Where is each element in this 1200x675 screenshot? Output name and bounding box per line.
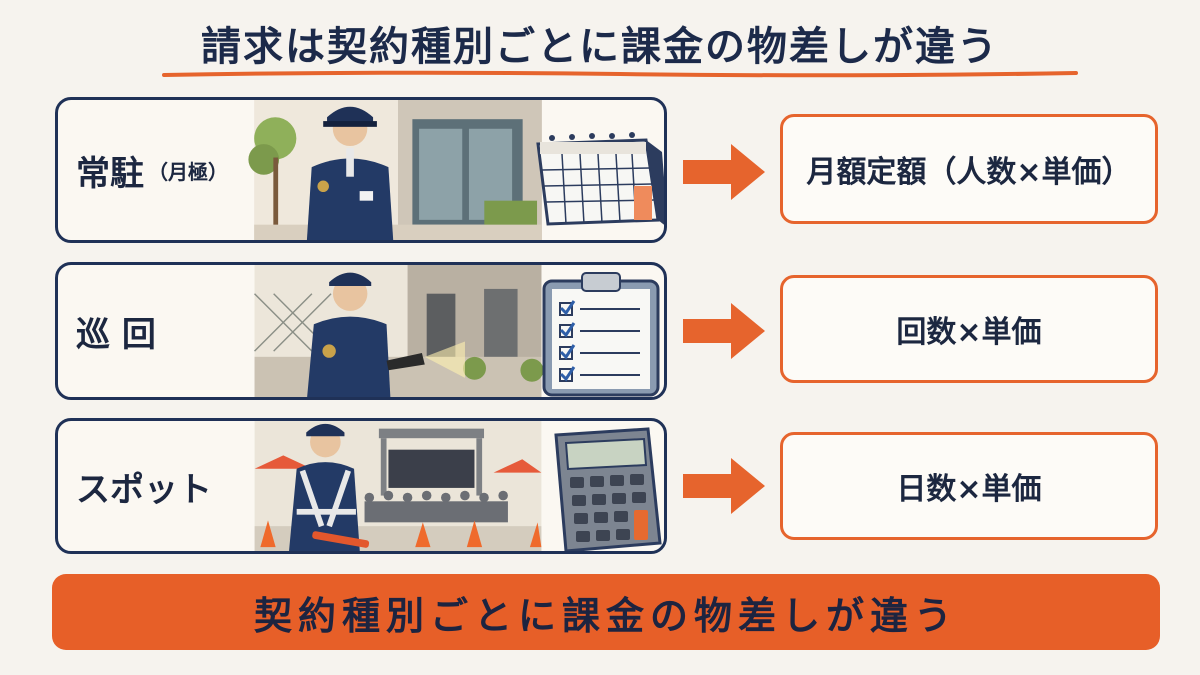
result-box-spot: 日数×単価 [780,432,1158,540]
calendar-icon [536,132,664,226]
summary-banner: 契約種別ごとに課金の物差しが違う [52,574,1160,650]
guard-building-illustration [248,100,542,240]
arrow-right-icon [683,144,765,200]
arrow-right-icon [683,458,765,514]
result-box-resident: 月額定額（人数×単価） [780,114,1158,224]
row-label-main: 巡 回 [76,314,156,355]
row-label: スポット [76,421,212,551]
row-card-spot: スポット [55,418,667,554]
title-underline [162,70,1078,78]
row-card-patrol: 巡 回 [55,262,667,400]
checklist-clipboard-icon [542,272,660,397]
row-label-sub: （月極） [148,159,228,184]
row-label-main: 常駐 [76,153,144,194]
result-box-patrol: 回数×単価 [780,275,1158,383]
calculator-icon [554,427,662,551]
page-title: 請求は契約種別ごとに課金の物差しが違う [201,24,999,70]
row-label: 巡 回 [76,265,156,397]
arrow-right-icon [683,303,765,359]
guard-patrol-illustration [254,265,544,397]
guard-event-illustration [254,421,542,551]
row-label-main: スポット [76,469,212,510]
row-card-resident: 常駐 （月極） [55,97,667,243]
row-label: 常駐 （月極） [76,100,228,240]
